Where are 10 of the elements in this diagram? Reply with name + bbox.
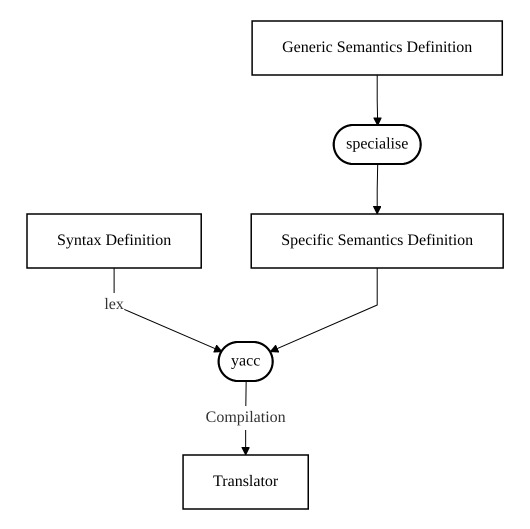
node-box: Syntax Definition	[26, 212, 202, 268]
edge-label: lex	[104, 296, 124, 312]
arrow	[270, 267, 378, 352]
arrow	[373, 74, 382, 126]
arrow	[114, 267, 222, 352]
arrow	[372, 164, 382, 214]
node-box: Specific Semantics Definition	[250, 212, 504, 268]
edge-label: Compilation	[206, 408, 286, 426]
node-box: Generic Semantics Definition	[251, 20, 503, 76]
node-box: Translator	[182, 454, 309, 510]
